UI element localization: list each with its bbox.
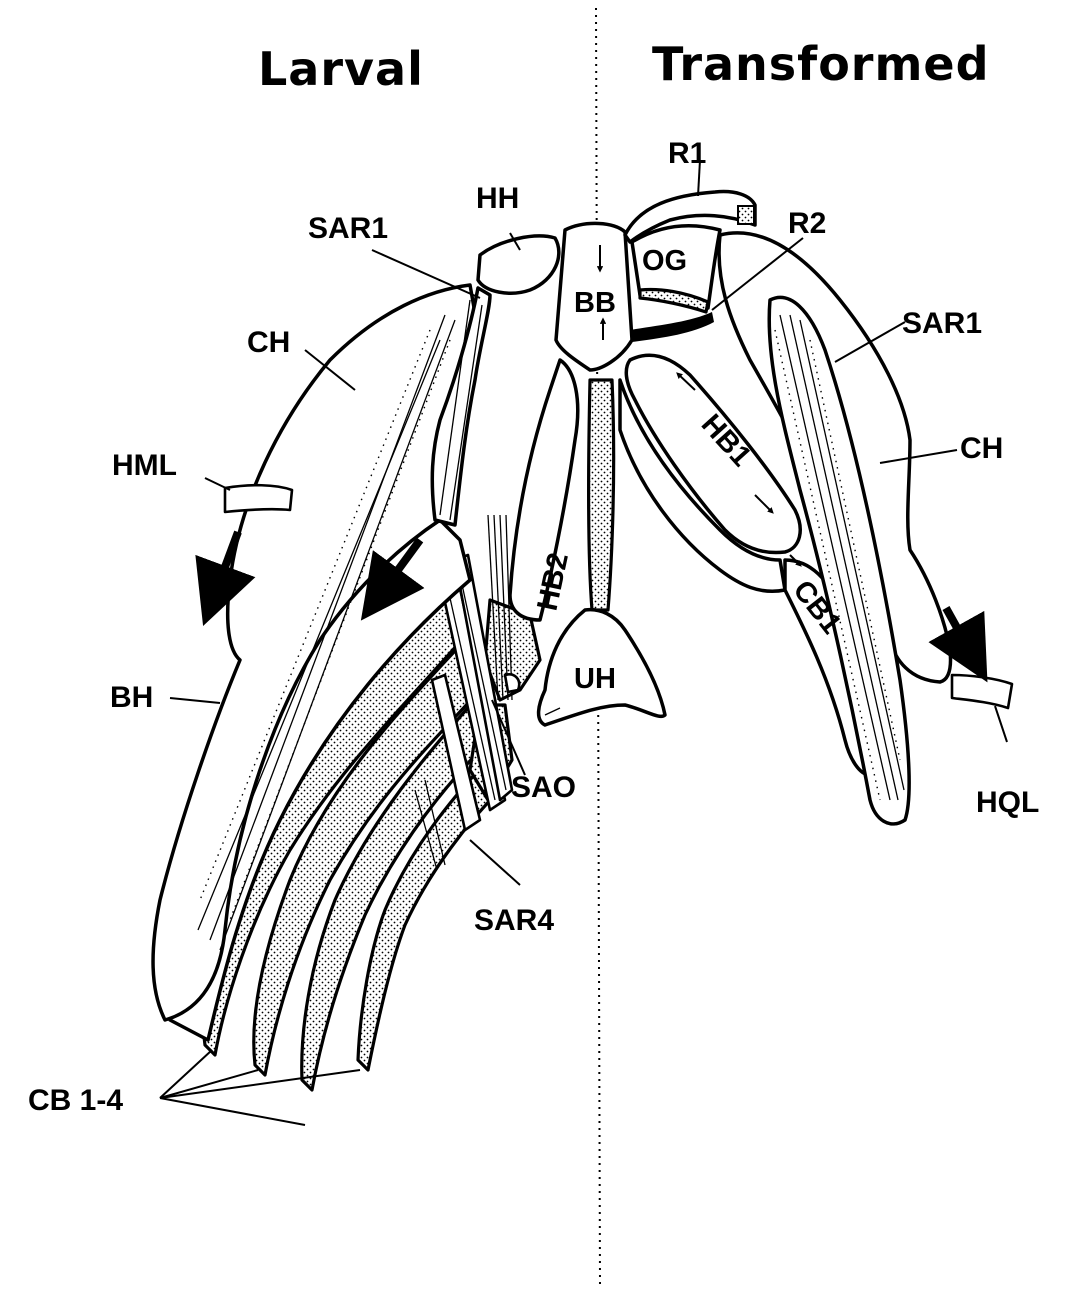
label-uh: UH	[574, 663, 616, 695]
label-bh: BH	[110, 681, 153, 714]
label-sar1-right: SAR1	[902, 307, 982, 340]
label-bb: BB	[574, 287, 616, 319]
label-sar1-left: SAR1	[308, 212, 388, 245]
label-ch-left: CH	[247, 326, 290, 359]
larval-side	[153, 233, 578, 1125]
label-cb14: CB 1-4	[28, 1084, 123, 1117]
r2-shape	[630, 312, 714, 342]
hml-ligament	[225, 485, 292, 512]
title-larval: Larval	[258, 42, 424, 96]
label-ch-right: CH	[960, 432, 1003, 465]
label-r2: R2	[788, 207, 826, 240]
label-hh: HH	[476, 182, 519, 215]
label-r1: R1	[668, 137, 706, 170]
title-transformed: Transformed	[652, 37, 990, 91]
label-hql: HQL	[976, 786, 1039, 819]
hh-shape	[478, 236, 559, 293]
label-hml: HML	[112, 449, 177, 482]
label-sao: SAO	[511, 771, 576, 804]
urohyal-stem	[589, 380, 614, 610]
label-og: OG	[642, 245, 687, 277]
hql-ligament	[952, 675, 1012, 708]
label-sar4: SAR4	[474, 904, 554, 937]
